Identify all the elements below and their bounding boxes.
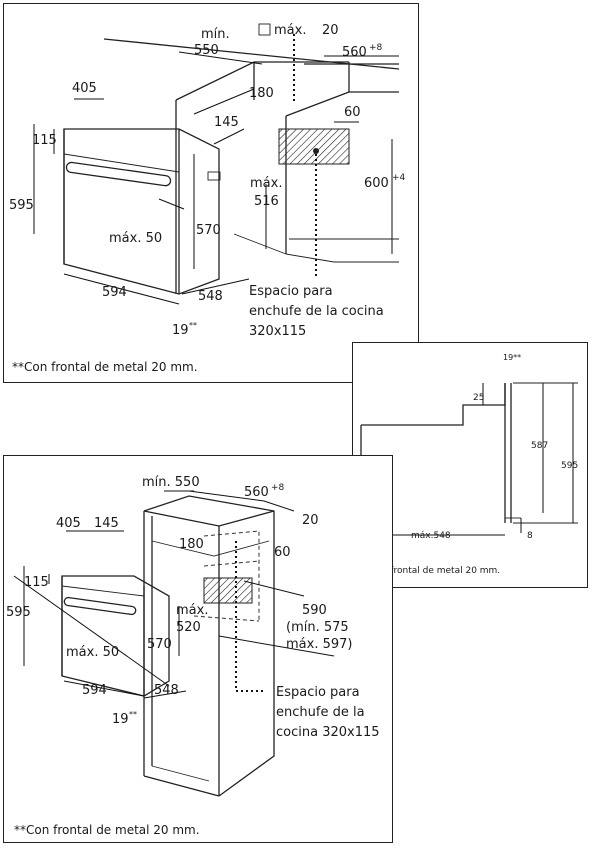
footnote-top: **Con frontal de metal 20 mm. [12, 360, 198, 374]
tall-cabinet-diagram: mín. 550 560 +8 20 405 145 180 60 115 59… [6, 475, 380, 837]
label-405-b: 405 [56, 516, 81, 531]
label-side-25: 25 [473, 393, 484, 403]
label-115: 115 [32, 133, 57, 148]
label-min550: mín. 550 [142, 475, 200, 490]
label-590-max: máx. 597) [286, 637, 352, 652]
label-socket-b-2: enchufe de la [276, 705, 365, 720]
label-socket-2: enchufe de la cocina [249, 304, 384, 319]
label-60: 60 [344, 105, 361, 120]
label-560-b-sup: +8 [271, 483, 285, 493]
label-socket-1: Espacio para [249, 284, 333, 299]
label-145-b: 145 [94, 516, 119, 531]
label-560-sup: +8 [369, 43, 383, 53]
socket-area [278, 34, 350, 276]
dimension-lines [33, 51, 399, 305]
wall-cabinet-diagram: mín. 550 máx. 20 560 +8 405 180 60 145 1… [9, 23, 406, 374]
label-19-b: 19 [112, 712, 129, 727]
label-570: 570 [196, 223, 221, 238]
label-60-b: 60 [274, 545, 291, 560]
oven-body-2 [61, 575, 170, 697]
label-max520-b: 520 [176, 620, 201, 635]
label-19-b-sup: ** [129, 710, 137, 719]
label-socket-b-1: Espacio para [276, 685, 360, 700]
cabinet-niche [103, 38, 400, 294]
label-594-b: 594 [82, 683, 107, 698]
tall-cabinet [143, 495, 275, 797]
label-115-b: 115 [24, 575, 49, 590]
label-20: 20 [302, 513, 319, 528]
label-side-19: 19** [503, 353, 521, 362]
label-145: 145 [214, 115, 239, 130]
label-socket-b-3: cocina 320x115 [276, 725, 380, 740]
label-max520-a: máx. [176, 603, 208, 618]
label-594: 594 [102, 285, 127, 300]
label-590: 590 [302, 603, 327, 618]
label-548-b: 548 [154, 683, 179, 698]
panel-tall-cabinet-installation: mín. 550 560 +8 20 405 145 180 60 115 59… [3, 455, 393, 843]
label-min: mín. [201, 27, 230, 42]
label-180: 180 [249, 86, 274, 101]
label-405: 405 [72, 81, 97, 96]
label-595: 595 [9, 198, 34, 213]
label-max-box: máx. [274, 23, 306, 38]
label-min-550: 550 [194, 43, 219, 58]
label-560: 560 [342, 45, 367, 60]
label-max-20: 20 [322, 23, 339, 38]
label-590-min: (mín. 575 [286, 620, 349, 635]
label-600-sup: +4 [392, 173, 406, 183]
label-side-587: 587 [531, 441, 548, 451]
label-max50-b: máx. 50 [66, 645, 119, 660]
label-side-8: 8 [527, 531, 533, 541]
label-600: 600 [364, 176, 389, 191]
label-side-max548: máx.548 [411, 531, 451, 541]
oven-body [63, 128, 221, 295]
footnote-side: **Con frontal de metal 20 mm. [361, 566, 500, 576]
label-socket-3: 320x115 [249, 324, 306, 339]
label-19-sup: ** [189, 321, 197, 330]
label-max516-a: máx. [250, 176, 282, 191]
label-560-b: 560 [244, 485, 269, 500]
max-gap-box-icon [258, 23, 271, 36]
label-570-b: 570 [147, 637, 172, 652]
footnote-bottom: **Con frontal de metal 20 mm. [14, 823, 200, 837]
dimension-lines-bottom [13, 490, 335, 699]
label-19: 19 [172, 323, 189, 338]
label-180-b: 180 [179, 537, 204, 552]
label-548: 548 [198, 289, 223, 304]
label-595-b: 595 [6, 605, 31, 620]
label-max516-b: 516 [254, 194, 279, 209]
panel-wall-cabinet-installation: mín. 550 máx. 20 560 +8 405 180 60 145 1… [3, 3, 419, 383]
label-side-595: 595 [561, 461, 578, 471]
label-max50: máx. 50 [109, 231, 162, 246]
